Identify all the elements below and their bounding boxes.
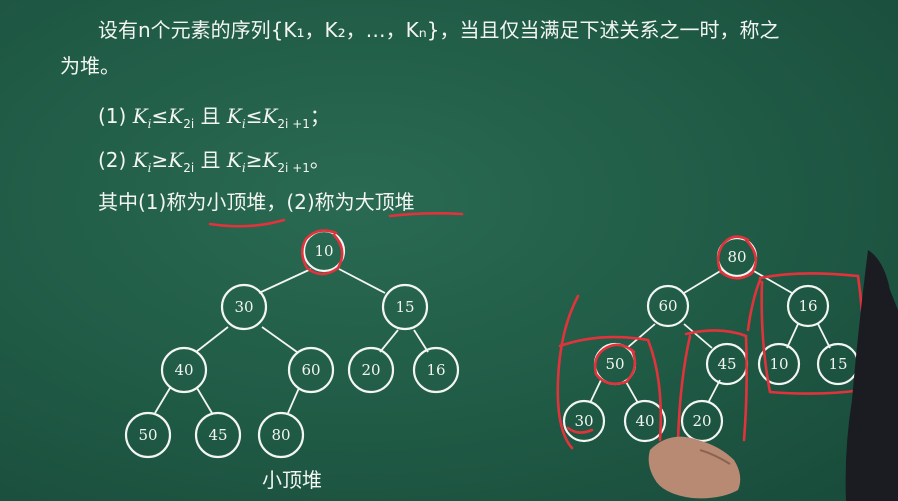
min-heap-term: 小顶堆 <box>206 190 267 214</box>
sub-2i1: 2i +1 <box>277 117 310 131</box>
svg-text:20: 20 <box>361 361 380 379</box>
svg-text:15: 15 <box>395 298 414 316</box>
svg-text:30: 30 <box>574 412 593 430</box>
svg-text:20: 20 <box>692 412 711 430</box>
condition-1-end: ； <box>309 104 330 128</box>
bracket-middle-subtree <box>676 329 748 442</box>
var-ki-2: K <box>226 104 242 128</box>
condition-2: (2) Ki≥K2i 且 Ki≥K2i +1。 <box>98 144 330 185</box>
min-heap-node-7: 16 <box>412 346 460 394</box>
min-heap-node-5: 60 <box>287 346 335 394</box>
highlight-max-root <box>716 235 758 280</box>
op-ge: ≥ <box>151 148 169 172</box>
op-le: ≤ <box>151 104 169 128</box>
max-heap-node-5: 45 <box>705 342 749 386</box>
var-k2i1-2: K <box>262 148 278 172</box>
definition-line-1: 设有n个元素的序列{K₁，K₂，…，Kₙ}，当且仅当满足下述关系之一时，称之 <box>98 14 779 47</box>
svg-text:80: 80 <box>271 426 290 444</box>
presenter-hands <box>648 436 741 499</box>
svg-text:45: 45 <box>717 355 736 373</box>
svg-text:50: 50 <box>138 426 157 444</box>
svg-text:40: 40 <box>174 361 193 379</box>
min-heap-node-9: 45 <box>194 411 242 459</box>
highlight-node-30 <box>566 426 594 434</box>
min-heap-node-8: 50 <box>124 411 172 459</box>
min-heap-node-6: 20 <box>347 346 395 394</box>
heap-names-line: 其中(1)称为小顶堆，(2)称为大顶堆 <box>98 186 415 219</box>
max-heap-node-6: 10 <box>757 342 801 386</box>
min-heap-node-4: 40 <box>160 346 208 394</box>
max-heap-node-2: 60 <box>646 284 690 328</box>
highlight-min-root <box>300 229 344 276</box>
bracket-left-subtree <box>556 294 663 450</box>
max-heap-node-8: 30 <box>562 399 606 443</box>
highlight-node-50 <box>593 343 637 386</box>
condition-2-prefix: (2) <box>98 148 133 172</box>
svg-text:15: 15 <box>828 355 847 373</box>
definition-sentence: 设有n个元素的序列{K₁，K₂，…，Kₙ}，当且仅当满足下述关系之一时，称之 <box>98 18 780 42</box>
svg-text:30: 30 <box>234 298 253 316</box>
underline-max-heap <box>388 212 464 218</box>
sub-i-2: i <box>241 117 246 131</box>
presenter-silhouette <box>845 250 898 501</box>
condition-1-prefix: (1) <box>98 104 133 128</box>
definition-sentence-end: 为堆。 <box>60 54 120 78</box>
sub-i: i <box>147 117 152 131</box>
var-k2i: K <box>168 104 184 128</box>
condition-2-end: 。 <box>309 148 330 172</box>
svg-text:40: 40 <box>635 412 654 430</box>
underline-min-heap <box>208 218 286 228</box>
svg-text:50: 50 <box>605 355 624 373</box>
max-heap-node-3: 16 <box>786 284 830 328</box>
definition-line-2: 为堆。 <box>60 50 120 83</box>
svg-text:60: 60 <box>658 297 677 315</box>
and-word: 且 <box>194 104 227 128</box>
heap-names-prefix: 其中(1)称为 <box>98 190 207 214</box>
svg-text:16: 16 <box>798 297 817 315</box>
var-ki-3: K <box>132 148 148 172</box>
max-heap-edges <box>589 269 831 404</box>
max-heap-term: 大顶堆 <box>354 190 415 214</box>
condition-1: (1) Ki≤K2i 且 Ki≤K2i +1； <box>98 100 330 141</box>
sub-i-4: i <box>241 161 246 175</box>
svg-text:60: 60 <box>301 361 320 379</box>
max-heap-node-9: 40 <box>623 399 667 443</box>
heap-names-mid: ，(2)称为 <box>266 190 355 214</box>
op-ge-2: ≥ <box>245 148 263 172</box>
and-word-2: 且 <box>194 148 227 172</box>
sub-2i1-2: 2i +1 <box>277 161 310 175</box>
sub-2i-2: 2i <box>183 161 195 175</box>
var-ki: K <box>132 104 148 128</box>
sub-2i: 2i <box>183 117 195 131</box>
svg-text:10: 10 <box>314 242 333 260</box>
sub-i-3: i <box>147 161 152 175</box>
svg-text:10: 10 <box>769 355 788 373</box>
min-heap-node-10: 80 <box>257 411 305 459</box>
svg-text:16: 16 <box>426 361 445 379</box>
svg-text:80: 80 <box>727 248 746 266</box>
min-heap-node-2: 30 <box>220 283 268 331</box>
svg-text:45: 45 <box>208 426 227 444</box>
min-heap-caption: 小顶堆 <box>262 468 322 492</box>
var-k2i1: K <box>262 104 278 128</box>
var-k2i-2: K <box>168 148 184 172</box>
min-heap-node-3: 15 <box>381 283 429 331</box>
min-heap-edges <box>154 268 429 414</box>
op-le-2: ≤ <box>245 104 263 128</box>
max-heap-node-10: 20 <box>680 399 724 443</box>
var-ki-4: K <box>226 148 242 172</box>
